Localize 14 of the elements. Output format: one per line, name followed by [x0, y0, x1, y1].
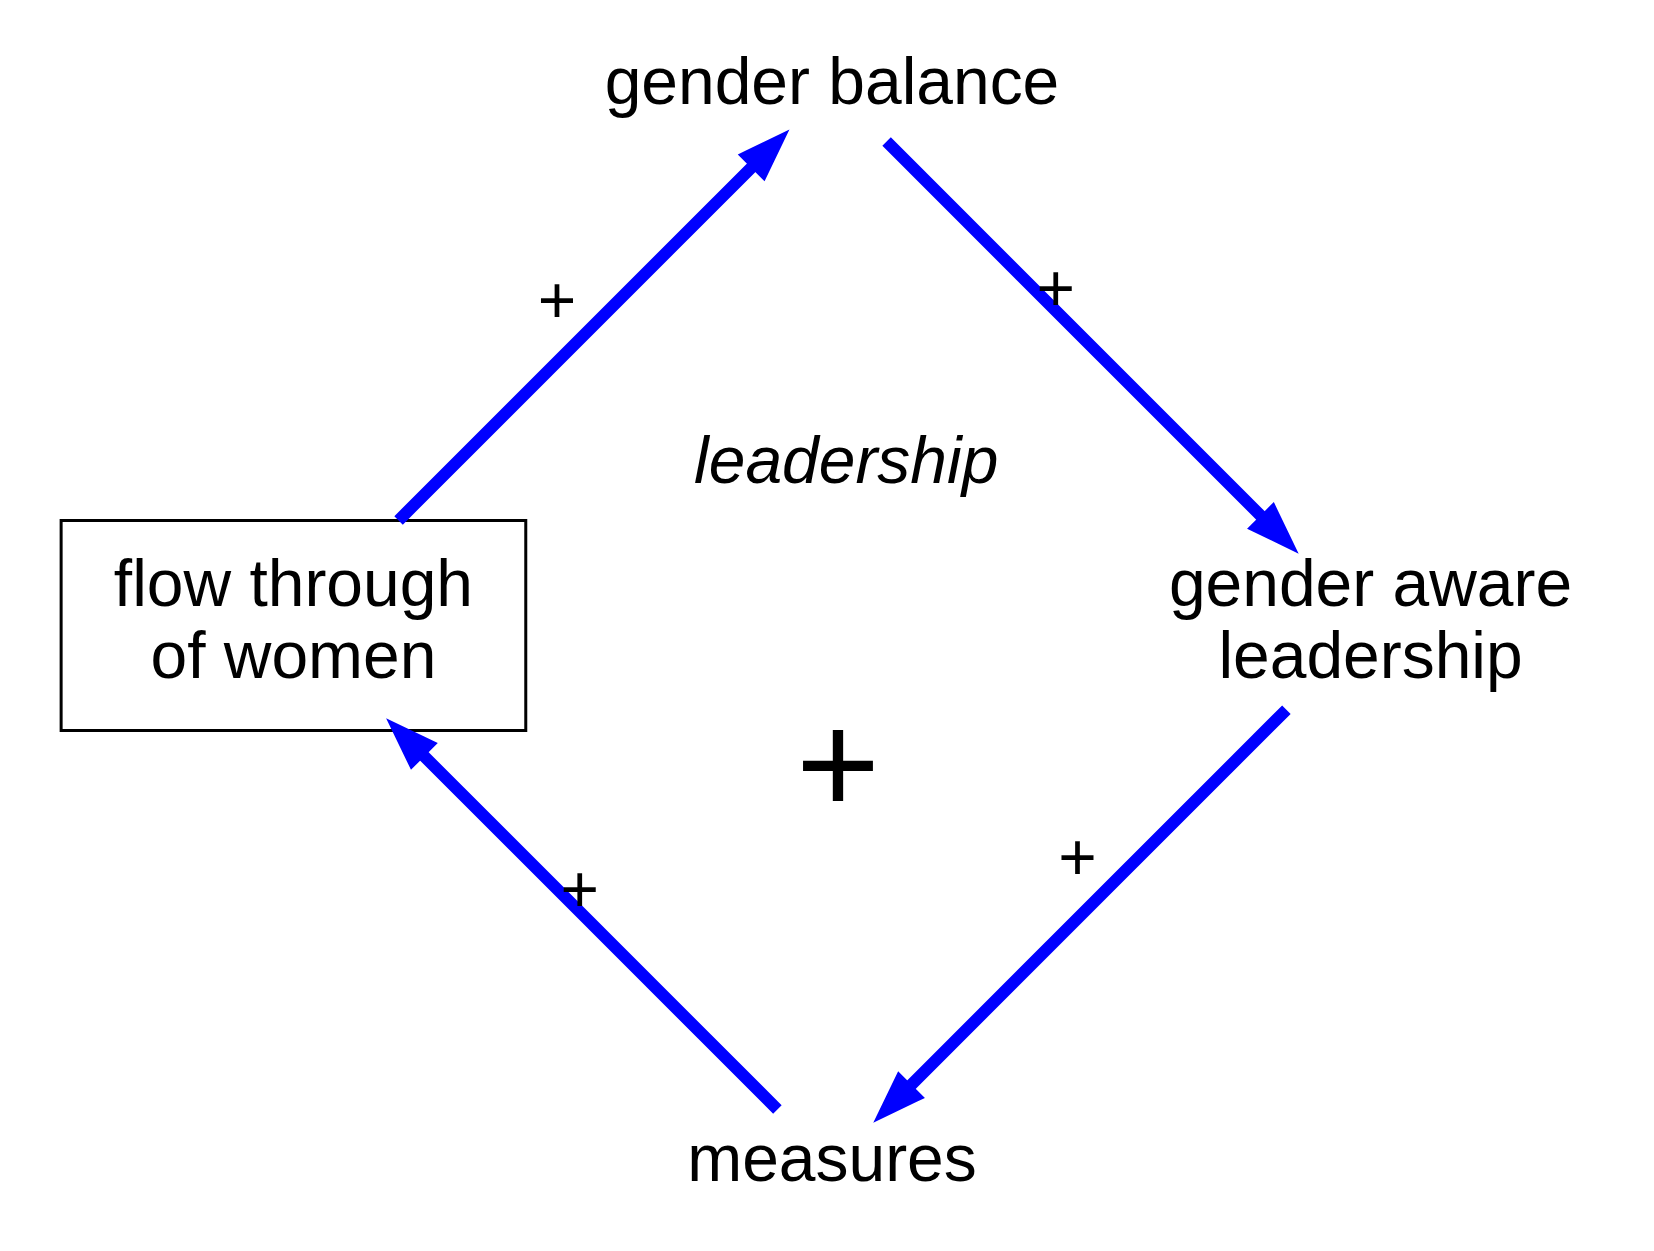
- edge-label: +: [1036, 251, 1075, 326]
- arrow: [393, 129, 789, 525]
- edge-label: +: [559, 852, 599, 927]
- edge-label: +: [537, 263, 576, 338]
- arrow: [881, 137, 1299, 554]
- node-text: gender balance: [604, 43, 1059, 118]
- node-box: flow through of women: [59, 519, 527, 732]
- label: leadership: [693, 423, 998, 498]
- arrow: [385, 718, 782, 1114]
- node-text: gender aware leadership: [1168, 546, 1572, 693]
- label: +: [795, 684, 880, 845]
- node-text: measures: [686, 1120, 977, 1195]
- edge-label: +: [1057, 819, 1097, 894]
- arrow: [872, 705, 1291, 1123]
